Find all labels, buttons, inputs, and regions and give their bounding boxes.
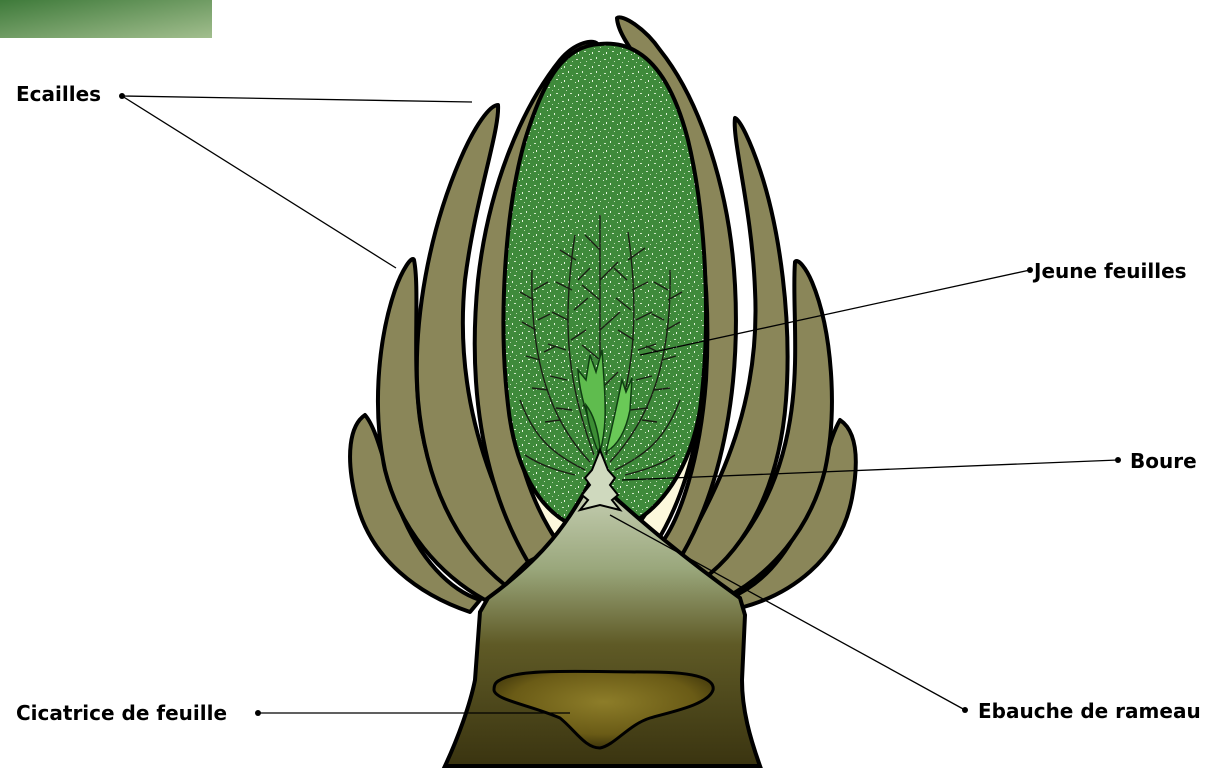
young-leaves-mass [503, 44, 706, 525]
label-ecailles: Ecailles [16, 82, 101, 106]
background-photo-fragment [0, 0, 212, 38]
label-jeune-feuilles: Jeune feuilles [1032, 259, 1187, 283]
label-ebauche-de-rameau: Ebauche de rameau [978, 699, 1201, 723]
label-cicatrice-de-feuille: Cicatrice de feuille [16, 701, 227, 725]
label-boure: Boure [1130, 449, 1197, 473]
